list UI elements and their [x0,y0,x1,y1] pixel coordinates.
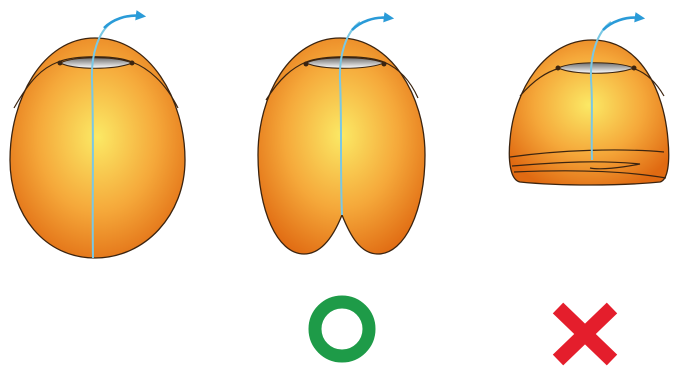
green-circle-correct-icon [315,302,369,356]
oval-rim-dot-right [130,61,135,66]
heart-rim-dot-right [382,62,387,67]
figure-heart [258,18,425,254]
mark-wrong [558,308,612,360]
heart-turn-arrow-icon [352,18,390,30]
figure-oval [10,16,185,258]
oval-turn-arrow-icon [104,16,142,28]
figure-flattened [509,18,668,185]
flattened-turn-arrow-icon [603,18,641,30]
oval-body [10,38,185,258]
flattened-body [509,40,668,185]
flattened-rim-dot-left [556,66,561,71]
oval-rim-dot-left [58,61,63,66]
flattened-rim-dot-right [632,66,637,71]
heart-rim-dot-left [304,62,309,67]
mark-correct [315,302,369,356]
